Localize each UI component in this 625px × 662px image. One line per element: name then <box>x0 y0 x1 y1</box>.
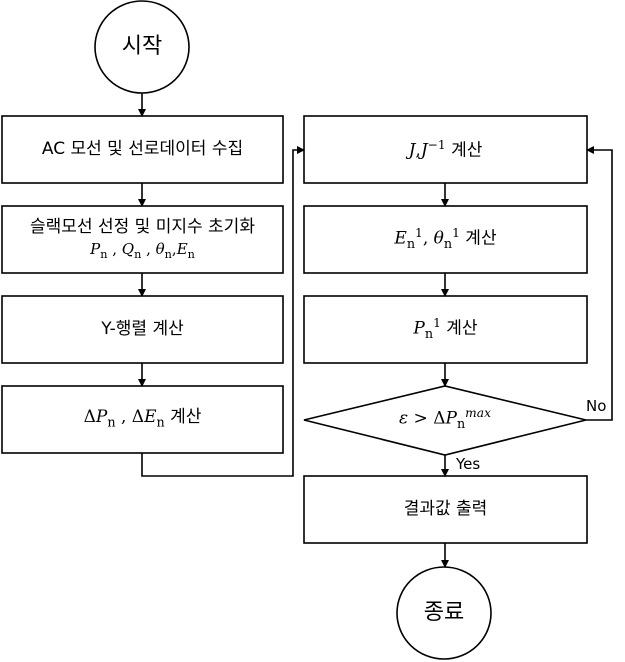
output-label: 결과값 출력 <box>403 498 488 519</box>
decision-formula: ε > ΔPnmax <box>399 406 491 433</box>
ybus-label: Y-행렬 계산 <box>101 318 184 339</box>
load-data-label: AC 모선 및 선로데이터 수집 <box>41 138 244 159</box>
decision-node: ε > ΔPnmax <box>344 392 546 448</box>
update-p-node: Pn1 계산 <box>304 296 587 363</box>
slack-init-label: 슬랙모선 선정 및 미지수 초기화 <box>30 216 255 237</box>
yes-edge-label: Yes <box>456 455 481 473</box>
end-label: 종료 <box>423 600 465 626</box>
start-label: 시작 <box>121 34 163 60</box>
jacobian-node: J,J−1 계산 <box>304 116 587 183</box>
update-e-theta-node: En1, θn1 계산 <box>304 206 587 273</box>
mismatch-formula: ΔPn , ΔEn 계산 <box>83 407 202 431</box>
no-edge-label: No <box>586 397 607 415</box>
update-p-formula: Pn1 계산 <box>413 315 478 343</box>
arrow-mismatch-to-jacobian <box>141 146 305 477</box>
update-e-theta-formula: En1, θn1 계산 <box>394 225 497 253</box>
mismatch-node: ΔPn , ΔEn 계산 <box>2 386 283 453</box>
load-data-node: AC 모선 및 선로데이터 수집 <box>2 116 283 183</box>
slack-vars-formula: Pn , Qn , θn,En <box>90 240 195 262</box>
start-terminal: 시작 <box>95 1 189 93</box>
slack-init-node: 슬랙모선 선정 및 미지수 초기화 Pn , Qn , θn,En <box>2 206 283 273</box>
arrow-decision-no-loop <box>586 146 613 421</box>
ybus-node: Y-행렬 계산 <box>2 296 283 363</box>
output-node: 결과값 출력 <box>304 476 587 543</box>
jacobian-formula: J,J−1 계산 <box>408 137 483 161</box>
end-terminal: 종료 <box>397 567 491 659</box>
